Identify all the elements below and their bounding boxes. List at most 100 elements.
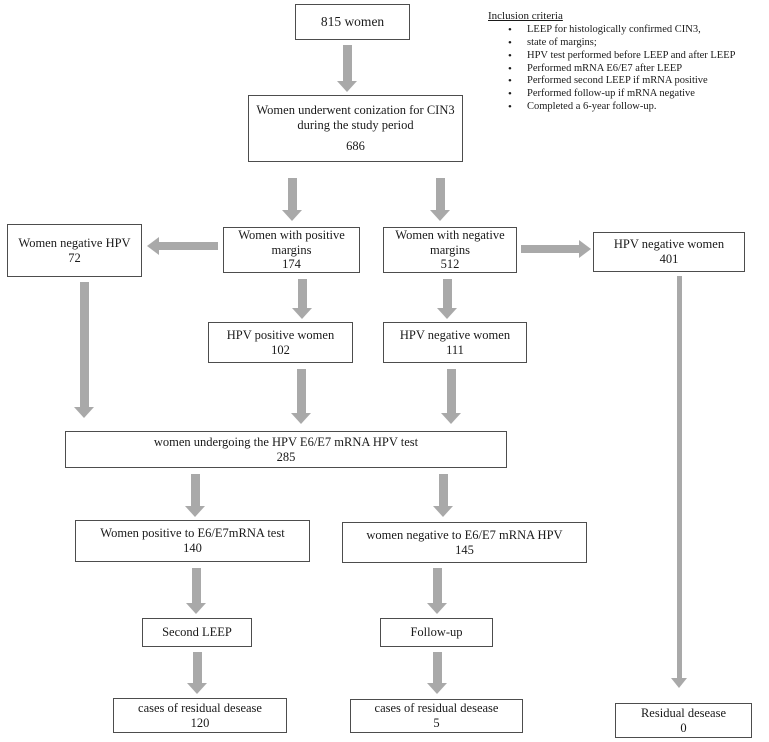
node-residual-cases-120: cases of residual desease 120: [113, 698, 287, 733]
arrow-shaft: [446, 369, 456, 413]
node-count: 686: [346, 139, 365, 154]
node-label: HPV negative women: [399, 327, 511, 342]
node-count: 174: [282, 257, 301, 272]
node-hpv-negative-111: HPV negative women 111: [383, 322, 527, 363]
node-count: 512: [440, 257, 460, 272]
arrow-head: [337, 81, 357, 92]
arrow-head: [185, 506, 205, 517]
arrow-conization-to-positive-margins: [282, 178, 302, 221]
node-label: Women negative HPV: [18, 235, 131, 250]
arrow-shaft: [432, 652, 442, 683]
node-label: Women positive to E6/E7mRNA test: [100, 526, 285, 541]
node-hpv-positive-102: HPV positive women 102: [208, 322, 353, 363]
criteria-item: HPV test performed before LEEP and after…: [488, 50, 767, 62]
criteria-item: Performed follow-up if mRNA negative: [488, 88, 767, 100]
criteria-item: Performed mRNA E6/E7 after LEEP: [488, 63, 767, 75]
arrow-positive-margins-to-hpv-positive: [292, 279, 312, 319]
arrow-shaft: [435, 178, 445, 210]
node-count: 111: [446, 342, 464, 357]
node-residual-cases-5: cases of residual desease 5: [350, 699, 523, 733]
inclusion-criteria-title: Inclusion criteria: [488, 10, 563, 22]
node-count: 5: [433, 716, 440, 730]
node-residual-0: Residual desease 0: [615, 703, 752, 738]
arrow-head: [441, 413, 461, 424]
arrow-mrna-test-to-positive-140: [185, 474, 205, 517]
criteria-item: state of margins;: [488, 37, 767, 49]
arrow-negative-margins-to-hpv-negative-401: [521, 240, 591, 258]
node-815-women: 815 women: [295, 4, 410, 40]
arrow-head: [147, 237, 159, 255]
criteria-item: LEEP for histologically confirmed CIN3,: [488, 24, 767, 36]
inclusion-criteria: Inclusion criteria LEEP for histological…: [488, 10, 767, 114]
node-mrna-test-285: women undergoing the HPV E6/E7 mRNA HPV …: [65, 431, 507, 468]
node-label: HPV negative women: [613, 237, 725, 252]
node-count: 0: [680, 720, 687, 735]
arrow-head: [427, 603, 447, 614]
arrow-hpv-positive-to-mrna-test: [291, 369, 311, 424]
node-count: 285: [276, 449, 296, 464]
arrow-positive-140-to-second-leep: [186, 568, 206, 614]
node-label: Second LEEP: [162, 625, 232, 640]
node-count: 72: [68, 250, 81, 265]
node-second-leep: Second LEEP: [142, 618, 252, 647]
node-hpv-negative-401: HPV negative women 401: [593, 232, 745, 272]
arrow-head: [427, 683, 447, 694]
arrow-shaft: [676, 276, 682, 678]
node-follow-up: Follow-up: [380, 618, 493, 647]
arrow-shaft: [438, 474, 448, 506]
arrow-shaft: [432, 568, 442, 603]
arrow-shaft: [442, 279, 452, 308]
node-count: 401: [659, 252, 679, 266]
arrow-positive-margins-to-negative-hpv: [147, 237, 218, 255]
arrow-shaft: [79, 282, 89, 407]
node-mrna-negative-145: women negative to E6/E7 mRNA HPV 145: [342, 522, 587, 563]
node-label: Women underwent conization for CIN3 duri…: [256, 102, 455, 132]
criteria-item: Completed a 6-year follow-up.: [488, 101, 767, 113]
node-count: 145: [455, 542, 474, 557]
arrow-second-leep-to-cases-120: [187, 652, 207, 694]
arrow-head: [282, 210, 302, 221]
arrow-conization-to-negative-margins: [430, 178, 450, 221]
arrow-shaft: [342, 45, 352, 81]
arrow-follow-up-to-cases-5: [427, 652, 447, 694]
arrow-mrna-test-to-negative-145: [433, 474, 453, 517]
node-label: HPV positive women: [226, 327, 335, 342]
criteria-item: Performed second LEEP if mRNA positive: [488, 75, 767, 87]
arrow-hpv-negative-401-to-residual-0: [671, 276, 687, 688]
arrow-shaft: [287, 178, 297, 210]
arrow-shaft: [192, 652, 202, 683]
node-label: Follow-up: [410, 625, 463, 640]
node-conization-686: Women underwent conization for CIN3 duri…: [248, 95, 463, 162]
node-label: 815 women: [320, 14, 385, 30]
node-label: Women with negative margins: [395, 227, 505, 257]
node-positive-margins-174: Women with positive margins 174: [223, 227, 360, 273]
arrow-shaft: [190, 474, 200, 506]
node-mrna-positive-140: Women positive to E6/E7mRNA test 140: [75, 520, 310, 562]
arrow-head: [291, 413, 311, 424]
node-label: Residual desease: [640, 705, 727, 720]
arrow-shaft: [296, 369, 306, 413]
arrow-negative-145-to-follow-up: [427, 568, 447, 614]
arrow-shaft: [159, 242, 218, 250]
arrow-head: [430, 210, 450, 221]
inclusion-criteria-list: LEEP for histologically confirmed CIN3, …: [488, 24, 767, 113]
node-label: Women with positive margins: [238, 227, 345, 257]
arrow-negative-hpv-to-mrna-test: [74, 282, 94, 418]
node-label: women undergoing the HPV E6/E7 mRNA HPV …: [153, 434, 419, 449]
node-count: 140: [183, 541, 202, 555]
arrow-head: [187, 683, 207, 694]
arrow-head: [437, 308, 457, 319]
arrow-negative-margins-to-hpv-negative: [437, 279, 457, 319]
node-count: 120: [190, 715, 210, 730]
arrow-shaft: [191, 568, 201, 603]
arrow-shaft: [297, 279, 307, 308]
arrow-head: [579, 240, 591, 258]
node-women-negative-hpv-72: Women negative HPV 72: [7, 224, 142, 277]
arrow-head: [186, 603, 206, 614]
arrow-head: [671, 678, 687, 688]
arrow-head: [433, 506, 453, 517]
arrow-head: [74, 407, 94, 418]
node-negative-margins-512: Women with negative margins 512: [383, 227, 517, 273]
node-count: 102: [271, 342, 290, 357]
